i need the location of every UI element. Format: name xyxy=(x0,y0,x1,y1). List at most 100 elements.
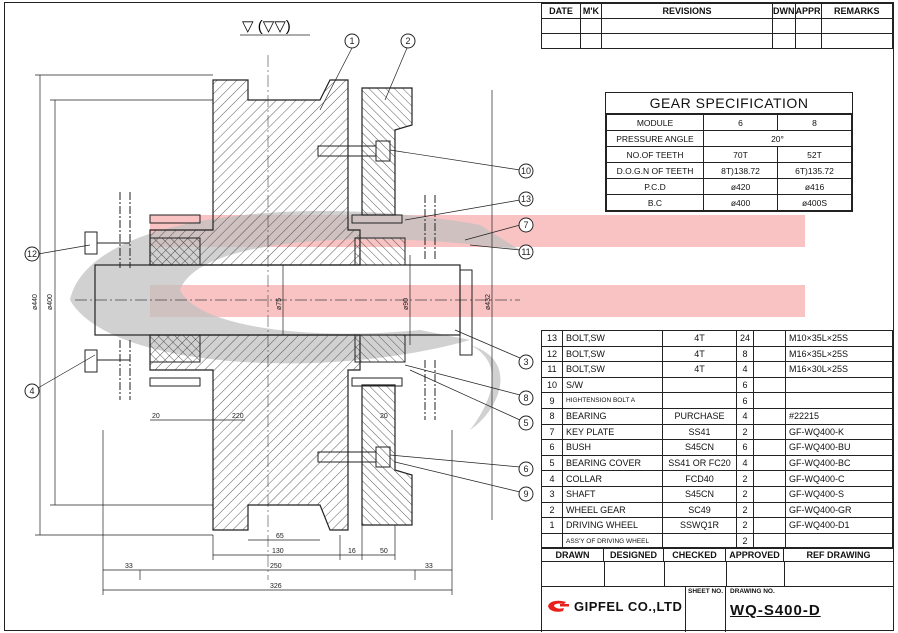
balloon-7: 7 xyxy=(523,220,528,230)
gear-spec-label: D.O.G.N OF TEETH xyxy=(606,162,704,179)
part-no: 10 xyxy=(541,376,563,394)
dim-d432: ø432 xyxy=(485,294,492,310)
gipfel-logo-icon xyxy=(548,600,569,612)
part-blank xyxy=(753,470,787,487)
part-name: ASS'Y OF DRIVING WHEEL xyxy=(562,532,663,550)
gear-spec-label: B.C xyxy=(606,194,704,211)
part-name: BEARING COVER xyxy=(562,454,663,472)
part-qty: 8 xyxy=(735,345,755,363)
balloon-9: 9 xyxy=(523,489,528,499)
part-blank xyxy=(753,517,787,534)
dim-20b: 20 xyxy=(380,413,388,420)
balloon-6: 6 xyxy=(523,464,528,474)
part-qty: 6 xyxy=(735,376,755,394)
part-qty: 2 xyxy=(735,470,755,487)
drawing-number: WQ-S400-D xyxy=(730,602,821,619)
part-drawing xyxy=(785,532,893,550)
part-qty: 2 xyxy=(735,517,755,534)
dim-20a: 20 xyxy=(152,413,160,420)
part-blank xyxy=(753,454,787,472)
part-drawing: M16×35L×25S xyxy=(785,345,893,363)
dim-326: 326 xyxy=(270,583,282,590)
rev-header-dwn: DWN xyxy=(772,3,796,19)
part-qty: 24 xyxy=(735,330,755,347)
tb-ref-drawing: REF DRAWING xyxy=(784,548,894,562)
part-name: BUSH xyxy=(562,439,663,456)
dim-130: 130 xyxy=(272,548,284,555)
part-drawing: GF-WQ400-BC xyxy=(785,454,893,472)
part-no: 12 xyxy=(541,345,563,363)
balloon-8: 8 xyxy=(523,393,528,403)
sheet-frame xyxy=(4,2,894,631)
dim-33a: 33 xyxy=(125,563,133,570)
drawing-no-label: DRAWING NO. xyxy=(730,588,775,595)
part-drawing xyxy=(785,392,893,409)
gear-spec-value: 8T)138.72 xyxy=(703,162,778,179)
company-logo: GIPFEL CO.,LTD xyxy=(546,598,682,614)
title-block: DRAWN DESIGNED CHECKED APPROVED REF DRAW… xyxy=(541,547,894,632)
part-material: 4T xyxy=(662,330,737,347)
part-name: COLLAR xyxy=(562,470,663,487)
gear-spec-value: 70T xyxy=(703,146,778,163)
bearings xyxy=(149,237,406,363)
part-no: 9 xyxy=(541,392,563,409)
part-drawing: #22215 xyxy=(785,407,893,425)
part-qty: 4 xyxy=(735,361,755,378)
balloon-10: 10 xyxy=(521,166,531,176)
part-name: BOLT,SW xyxy=(562,345,663,363)
part-no: 8 xyxy=(541,407,563,425)
balloon-1: 1 xyxy=(349,36,354,46)
company-name: GIPFEL CO.,LTD xyxy=(574,598,683,614)
gear-spec-value: ø400S xyxy=(777,194,852,211)
part-material: 4T xyxy=(662,345,737,363)
gear-spec-value: 20° xyxy=(703,130,852,147)
gear-spec-label: MODULE xyxy=(606,114,704,131)
dim-16: 16 xyxy=(348,548,356,555)
tb-designed: DESIGNED xyxy=(604,548,664,562)
balloons: 1 2 3 4 5 6 7 8 9 10 11 12 13 xyxy=(24,33,534,502)
part-no: 7 xyxy=(541,423,563,441)
gear-spec-label: P.C.D xyxy=(606,178,704,195)
sheet-no-label: SHEET NO. xyxy=(688,588,724,595)
part-drawing: GF-WQ400-D1 xyxy=(785,517,893,534)
part-no: 3 xyxy=(541,485,563,503)
dim-220: 220 xyxy=(232,413,244,420)
gear-spec-value: ø420 xyxy=(703,178,778,195)
gear-spec-value: 6T)135.72 xyxy=(777,162,852,179)
part-drawing: GF-WQ400-K xyxy=(785,423,893,441)
part-name: SHAFT xyxy=(562,485,663,503)
part-blank xyxy=(753,439,787,456)
dim-65: 65 xyxy=(276,533,284,540)
dim-d400: ø400 xyxy=(47,294,54,310)
part-qty: 2 xyxy=(735,423,755,441)
dim-250: 250 xyxy=(270,563,282,570)
part-material xyxy=(662,392,737,409)
part-qty: 2 xyxy=(735,501,755,519)
part-blank xyxy=(753,407,787,425)
tb-drawn: DRAWN xyxy=(542,548,604,562)
rev-header-mk: M'K xyxy=(580,3,602,19)
part-no: 11 xyxy=(541,361,563,378)
part-name: BOLT,SW xyxy=(562,361,663,378)
part-material: SS41 xyxy=(662,423,737,441)
revisions-table: DATE M'K REVISIONS DWN APPR REMARKS xyxy=(541,3,894,49)
wheel-gear-section-lower xyxy=(361,384,413,526)
part-material: SS41 OR FC20 xyxy=(662,454,737,472)
wheel-gear-section xyxy=(361,87,413,216)
part-material: S45CN xyxy=(662,439,737,456)
gear-spec-value: ø416 xyxy=(777,178,852,195)
surface-finish-symbol: ▽ (▽▽) xyxy=(242,18,291,35)
part-no: 6 xyxy=(541,439,563,456)
